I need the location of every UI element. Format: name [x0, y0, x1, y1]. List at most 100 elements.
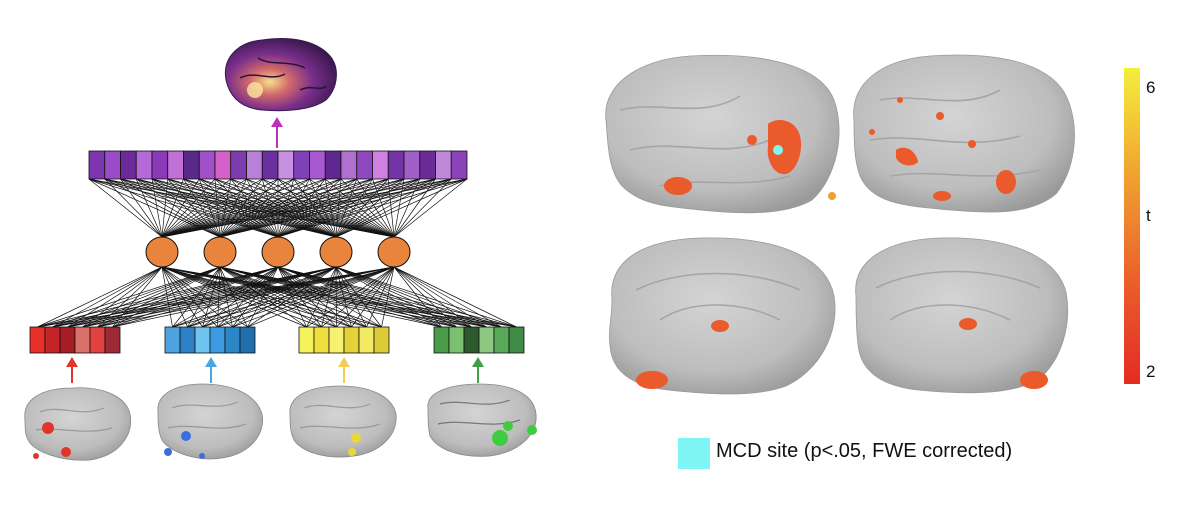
connection	[214, 178, 221, 238]
connection	[97, 266, 337, 328]
connection	[219, 178, 357, 238]
hidden-node	[319, 236, 353, 268]
input-brain-yellow	[289, 385, 397, 458]
connection	[219, 178, 420, 238]
connection	[219, 178, 452, 238]
input-node-blue	[194, 326, 211, 354]
connection	[393, 178, 452, 238]
connection	[335, 178, 389, 238]
connection	[277, 266, 337, 328]
connection	[67, 266, 395, 328]
connection	[161, 178, 231, 238]
connection	[246, 178, 279, 238]
hidden-node	[261, 236, 295, 268]
input-node-blue	[179, 326, 196, 354]
legend-swatch	[678, 438, 710, 469]
connection	[277, 266, 352, 328]
connection	[161, 178, 420, 238]
connection	[161, 266, 502, 328]
connection	[277, 266, 307, 328]
connection	[335, 266, 517, 328]
connection	[82, 266, 163, 328]
connection	[112, 266, 221, 328]
connection	[161, 178, 357, 238]
output-node	[88, 150, 106, 180]
connection	[277, 178, 342, 238]
connection	[112, 266, 337, 328]
connection	[161, 266, 352, 328]
connection	[277, 178, 357, 238]
input-brain-blue	[157, 383, 264, 460]
output-arrow	[271, 117, 283, 148]
brain-lateral-right	[853, 54, 1075, 213]
connection	[82, 266, 221, 328]
connection	[82, 266, 337, 328]
connection	[277, 178, 310, 238]
connection	[161, 266, 472, 328]
connection	[219, 266, 502, 328]
input-node-red	[44, 326, 61, 354]
connection	[335, 178, 420, 238]
connection	[104, 178, 279, 238]
connection	[37, 266, 221, 328]
input-node-red	[74, 326, 91, 354]
connection	[277, 178, 389, 238]
connection	[151, 178, 163, 238]
output-node	[246, 150, 263, 180]
input-node-green	[478, 326, 495, 354]
output-layer	[88, 150, 468, 180]
connection	[277, 266, 472, 328]
output-node	[277, 150, 295, 180]
connection	[52, 266, 163, 328]
connection	[277, 266, 517, 328]
input-node-green	[493, 326, 510, 354]
connection	[335, 266, 352, 328]
connection	[172, 266, 395, 328]
connection	[335, 178, 405, 238]
connection	[135, 178, 163, 238]
connection	[161, 178, 216, 238]
connection	[335, 266, 502, 328]
connection	[198, 178, 221, 238]
input-node-green	[448, 326, 465, 354]
connection	[161, 178, 405, 238]
connection	[161, 178, 200, 238]
connection	[335, 178, 358, 238]
brain-medial-left	[609, 237, 836, 395]
connection	[97, 266, 163, 328]
input-node-blue	[224, 326, 241, 354]
output-node	[403, 150, 421, 180]
connection	[112, 266, 163, 328]
connection	[277, 178, 295, 238]
connection	[161, 178, 279, 238]
connection	[335, 178, 468, 238]
connection	[219, 266, 487, 328]
hidden-node	[203, 236, 237, 268]
output-node	[151, 150, 169, 180]
input-node-red	[29, 326, 46, 354]
connection	[161, 178, 468, 238]
output-node	[419, 150, 436, 180]
input-node-blue	[239, 326, 256, 354]
connection	[161, 178, 310, 238]
connection	[366, 266, 395, 328]
connection	[309, 178, 337, 238]
connection	[37, 266, 279, 328]
connection	[261, 178, 279, 238]
connection	[219, 178, 232, 238]
hidden-node	[377, 236, 411, 268]
output-node	[293, 150, 310, 180]
connection	[247, 266, 395, 328]
connection	[219, 178, 326, 238]
connection	[219, 178, 342, 238]
connection	[393, 178, 468, 238]
output-node	[198, 150, 216, 180]
connection	[219, 266, 352, 328]
connection	[161, 266, 457, 328]
colorbar-max-label: 6	[1146, 78, 1156, 97]
connection	[97, 266, 395, 328]
brain-medial-right	[855, 237, 1069, 394]
connection	[277, 178, 420, 238]
connection	[161, 266, 173, 328]
connection	[306, 266, 337, 328]
